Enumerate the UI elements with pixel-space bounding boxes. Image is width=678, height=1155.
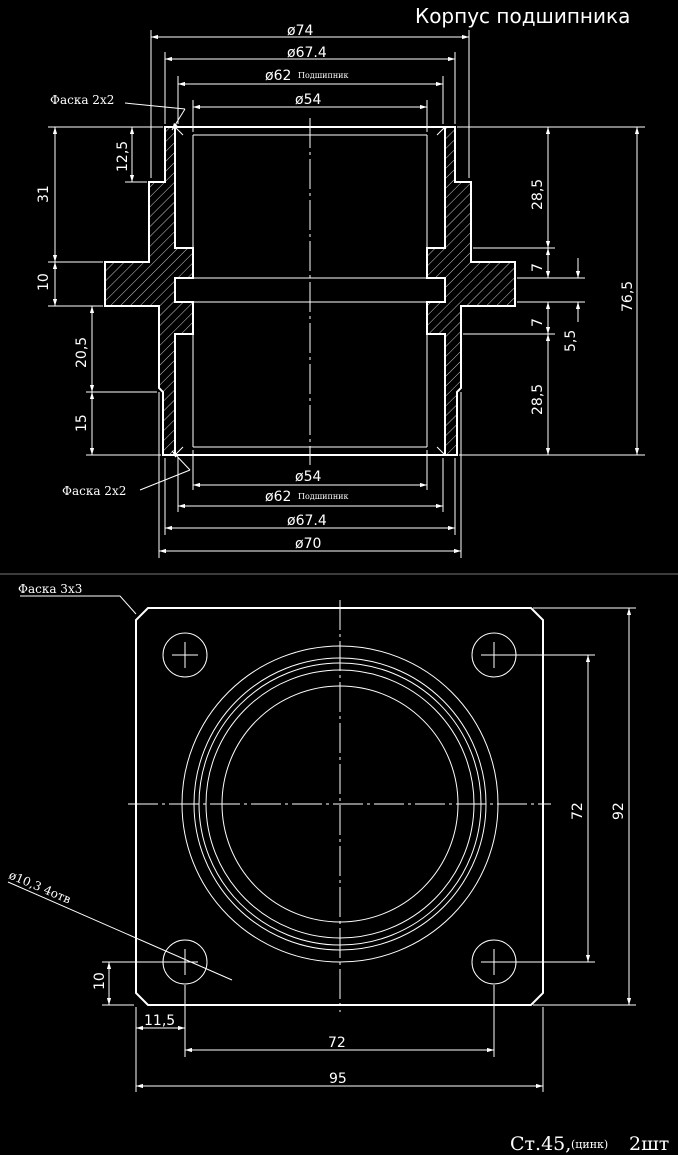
chamfer-top-label: Фаска 2х2 bbox=[50, 93, 114, 107]
plan-dim-h72: 72 bbox=[328, 1035, 346, 1051]
dim-r7-a: 7 bbox=[530, 263, 546, 272]
dim-r285-top: 28,5 bbox=[530, 179, 546, 210]
dim-d54-top: ø54 bbox=[295, 92, 321, 108]
dim-r55: 5,5 bbox=[563, 330, 579, 352]
dim-r7-b: 7 bbox=[530, 318, 546, 327]
plan-dim-h115: 11,5 bbox=[144, 1013, 175, 1029]
plan-dim-v92: 92 bbox=[611, 802, 627, 820]
dim-d54-bot: ø54 bbox=[295, 469, 321, 485]
left-wall-section bbox=[104, 126, 194, 456]
chamfer-bot-label: Фаска 2х2 bbox=[62, 484, 126, 498]
dim-v15: 15 bbox=[74, 414, 90, 432]
material-stamp: Ст.45, (цинк) 2шт bbox=[510, 1133, 669, 1155]
drawing-title: Корпус подшипника bbox=[415, 4, 630, 28]
dim-d74: ø74 bbox=[287, 23, 313, 39]
dim-d70: ø70 bbox=[295, 536, 321, 552]
dim-podshipnik-bot: Подшипник bbox=[298, 492, 348, 501]
plan-dim-h95: 95 bbox=[329, 1071, 347, 1087]
section-view: ø74 ø67.4 ø62 Подшипник ø54 ø54 ø62 Подш… bbox=[36, 23, 645, 558]
dim-v10: 10 bbox=[36, 273, 52, 291]
flange-outline bbox=[135, 607, 544, 1006]
dim-v31: 31 bbox=[36, 185, 52, 203]
dim-d674-bot: ø67.4 bbox=[287, 513, 327, 529]
dim-v205: 20,5 bbox=[74, 337, 90, 368]
dim-podshipnik-top: Подшипник bbox=[298, 71, 348, 80]
dim-d62-top: ø62 bbox=[265, 68, 291, 84]
right-wall-section bbox=[426, 126, 516, 456]
plan-view: Фаска 3х3 ø10,3 4отв 72 92 10 11,5 72 95 bbox=[7, 582, 636, 1092]
stamp-material: Ст.45, bbox=[510, 1133, 571, 1155]
dim-d62-bot: ø62 bbox=[265, 489, 291, 505]
stamp-qty: 2шт bbox=[629, 1133, 669, 1155]
dim-v125: 12,5 bbox=[115, 141, 131, 172]
dim-r285-bot: 28,5 bbox=[530, 384, 546, 415]
plan-dim-v72: 72 bbox=[570, 802, 586, 820]
hole-note: ø10,3 4отв bbox=[7, 868, 73, 907]
hole-top-left bbox=[162, 632, 208, 678]
stamp-coating: (цинк) bbox=[571, 1138, 608, 1151]
dim-d674-top: ø67.4 bbox=[287, 45, 327, 61]
plan-dim-v10: 10 bbox=[92, 972, 108, 990]
plan-chamfer-label: Фаска 3х3 bbox=[18, 582, 82, 596]
dim-r765: 76,5 bbox=[620, 281, 636, 312]
